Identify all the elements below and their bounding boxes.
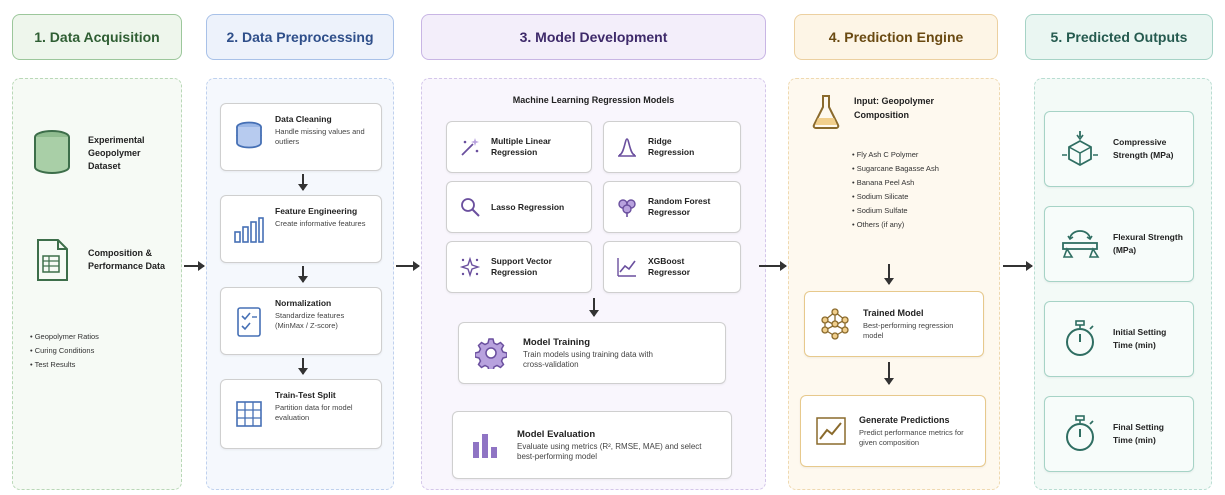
composition-title: Composition & Performance Data [88,248,166,271]
card-title: Flexural Strength (MPa) [1113,232,1183,255]
bullet-item: Test Results [30,358,99,372]
card-initial-setting-time: Initial Setting Time (min) [1044,301,1194,377]
card-desc: Predict performance metrics for given co… [859,427,964,447]
card-desc: Evaluate using metrics (R², RMSE, MAE) a… [517,441,702,461]
stopwatch-icon [1053,320,1107,358]
composition-block: Composition & Performance Data [28,225,178,295]
card-title: XGBoost Regressor [648,256,691,277]
bar-chart-icon [229,206,269,254]
card-trained-model: Trained Model Best-performing regression… [804,291,984,357]
tree-icon [612,196,642,218]
card-title: Trained Model [863,307,924,318]
arrow-dev-to-pred [759,261,787,271]
card-title: Ridge Regression [648,136,695,157]
arrow-down [589,298,599,317]
card-model-training: Model Training Train models using traini… [458,322,726,384]
card-title: Generate Predictions [859,414,950,425]
bullet-item: Geopolymer Ratios [30,330,99,344]
card-title: Normalization [275,298,332,308]
card-generate-predictions: Generate Predictions Predict performance… [800,395,986,467]
card-lasso-regression: Lasso Regression [446,181,592,233]
input-title: Input: Geopolymer Composition [854,96,935,120]
header-data-acquisition: 1. Data Acquisition [12,14,182,60]
card-title: Compressive Strength (MPa) [1113,137,1174,160]
card-desc: Train models using training data with cr… [523,349,653,369]
trend-icon [809,417,853,445]
trend-icon [612,256,642,278]
stopwatch-icon [1053,415,1107,453]
sparkle-icon [455,256,485,278]
card-title: Multiple Linear Regression [491,136,551,157]
header-model-development: 3. Model Development [421,14,766,60]
card-model-evaluation: Model Evaluation Evaluate using metrics … [452,411,732,479]
input-item: Banana Peel Ash [852,176,939,190]
arrow-pred-to-out [1003,261,1033,271]
card-normalization: Normalization Standardize features (MinM… [220,287,382,355]
card-title: Model Evaluation [517,428,596,440]
ml-models-title: Machine Learning Regression Models [512,95,675,105]
header-predicted-outputs: 5. Predicted Outputs [1025,14,1213,60]
card-support-vector-regression: Support Vector Regression [446,241,592,293]
header-prediction-engine: 4. Prediction Engine [794,14,998,60]
input-item: Sodium Silicate [852,190,939,204]
card-desc: Handle missing values and outliers [275,127,365,146]
input-item: Others (if any) [852,218,939,232]
card-feature-engineering: Feature Engineering Create informative f… [220,195,382,263]
spreadsheet-icon [28,238,76,282]
card-random-forest-regressor: Random Forest Regressor [603,181,741,233]
input-item: Sugarcane Bagasse Ash [852,162,939,176]
card-multiple-linear-regression: Multiple Linear Regression [446,121,592,173]
flask-icon [806,94,846,130]
card-title: Support Vector Regression [491,256,552,277]
card-title: Feature Engineering [275,206,358,216]
card-title: Lasso Regression [491,201,565,212]
bullet-item: Curing Conditions [30,344,99,358]
ridge-icon [612,136,642,158]
bar-chart-icon [463,430,507,460]
arrow-down [298,266,308,283]
beam-icon [1053,227,1107,261]
card-title: Model Training [523,336,591,348]
card-title: Initial Setting Time (min) [1113,327,1167,350]
dataset-block: Experimental Geopolymer Dataset [28,118,178,188]
grid-icon [229,390,269,438]
card-desc: Partition data for model evaluation [275,403,353,422]
card-flexural-strength: Flexural Strength (MPa) [1044,206,1194,282]
card-final-setting-time: Final Setting Time (min) [1044,396,1194,472]
card-title: Random Forest Regressor [648,196,711,217]
acquisition-bullets: Geopolymer Ratios Curing Conditions Test… [30,330,99,372]
input-list: Fly Ash C Polymer Sugarcane Bagasse Ash … [852,148,939,232]
card-xgboost-regressor: XGBoost Regressor [603,241,741,293]
database-icon [28,129,76,177]
gear-icon [469,337,513,369]
network-icon [813,308,857,340]
arrow-pre-to-dev [396,261,420,271]
dataset-title: Experimental Geopolymer Dataset [88,134,145,171]
card-ridge-regression: Ridge Regression [603,121,741,173]
card-data-cleaning: Data Cleaning Handle missing values and … [220,103,382,171]
arrow-down [884,264,894,285]
arrow-acq-to-pre [184,261,205,271]
card-compressive-strength: Compressive Strength (MPa) [1044,111,1194,187]
arrow-down [298,174,308,191]
input-block: Input: Geopolymer Composition [806,94,991,130]
database-icon [229,114,269,162]
input-item: Fly Ash C Polymer [852,148,939,162]
card-desc: Best-performing regression model [863,320,954,340]
card-desc: Create informative features [275,219,366,228]
card-title: Train-Test Split [275,390,336,400]
arrow-down [884,362,894,385]
magnifier-icon [455,196,485,218]
arrow-down [298,358,308,375]
input-item: Sodium Sulfate [852,204,939,218]
checklist-icon [229,298,269,346]
cube-icon [1053,129,1107,169]
card-title: Data Cleaning [275,114,332,124]
card-train-test-split: Train-Test Split Partition data for mode… [220,379,382,449]
wand-icon [455,136,485,158]
card-title: Final Setting Time (min) [1113,422,1164,445]
card-desc: Standardize features (MinMax / Z-score) [275,311,345,330]
header-data-preprocessing: 2. Data Preprocessing [206,14,394,60]
